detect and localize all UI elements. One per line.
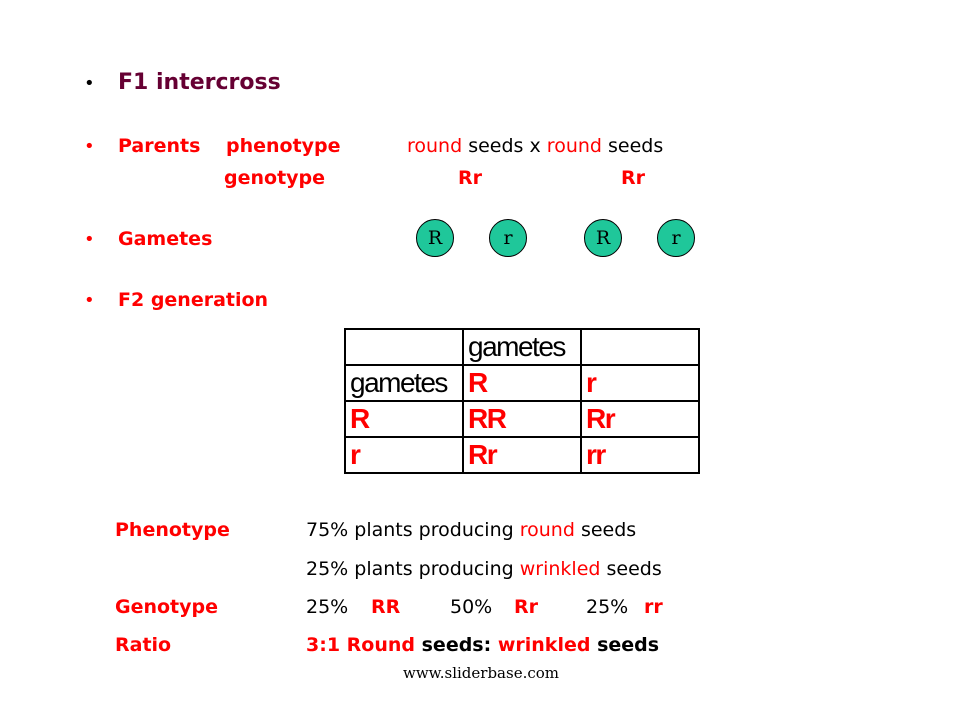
punnett-square: gametes gametes R r R RR Rr r Rr rr	[344, 328, 700, 474]
gamete-circle: r	[489, 219, 527, 257]
summary-phenotype-label: Phenotype	[115, 519, 230, 541]
gametes-label: Gametes	[118, 228, 213, 250]
table-row: R RR Rr	[344, 400, 700, 438]
table-row: gametes R r	[344, 364, 700, 402]
table-cell: R	[462, 364, 582, 402]
table-cell	[344, 328, 464, 366]
table-cell: Rr	[462, 436, 582, 474]
gamete-circle: R	[416, 219, 454, 257]
genotype-value-1: RR	[371, 596, 401, 618]
table-cell: gametes	[462, 328, 582, 366]
phenotype-line-1: 75% plants producing round seeds	[306, 519, 637, 541]
f2-label: F2 generation	[118, 289, 269, 311]
table-cell	[580, 328, 700, 366]
phenotype-line-2: 25% plants producing wrinkled seeds	[306, 558, 662, 580]
summary-ratio-label: Ratio	[115, 634, 172, 656]
table-cell: r	[580, 364, 700, 402]
table-cell: rr	[580, 436, 700, 474]
table-cell: gametes	[344, 364, 464, 402]
parent-genotype-1: Rr	[458, 167, 483, 189]
ratio-value: 3:1 Round seeds: wrinkled seeds	[306, 634, 660, 656]
parent-genotype-2: Rr	[621, 167, 646, 189]
table-cell: R	[344, 400, 464, 438]
genotype-label: genotype	[224, 167, 326, 189]
table-cell: RR	[462, 400, 582, 438]
table-cell: r	[344, 436, 464, 474]
bullet-dot: •	[84, 136, 95, 157]
genotype-value-2-pct: 50%	[450, 596, 493, 618]
gamete-circle: r	[657, 219, 695, 257]
parents-label: Parents	[118, 135, 201, 157]
parents-phenotype-value: round seeds x round seeds	[407, 135, 664, 157]
bullet-dot: •	[84, 229, 95, 250]
table-row: gametes	[344, 328, 700, 366]
genotype-value-1-pct: 25%	[306, 596, 349, 618]
phenotype-label: phenotype	[226, 135, 341, 157]
bullet-dot: •	[84, 73, 95, 94]
footer-url: www.sliderbase.com	[403, 664, 559, 682]
slide-title: F1 intercross	[118, 70, 281, 95]
table-cell: Rr	[580, 400, 700, 438]
genotype-value-3: rr	[644, 596, 663, 618]
genotype-value-3-pct: 25%	[586, 596, 629, 618]
bullet-dot: •	[84, 290, 95, 311]
genotype-value-2: Rr	[514, 596, 539, 618]
summary-genotype-label: Genotype	[115, 596, 219, 618]
table-row: r Rr rr	[344, 436, 700, 474]
gamete-circle: R	[584, 219, 622, 257]
